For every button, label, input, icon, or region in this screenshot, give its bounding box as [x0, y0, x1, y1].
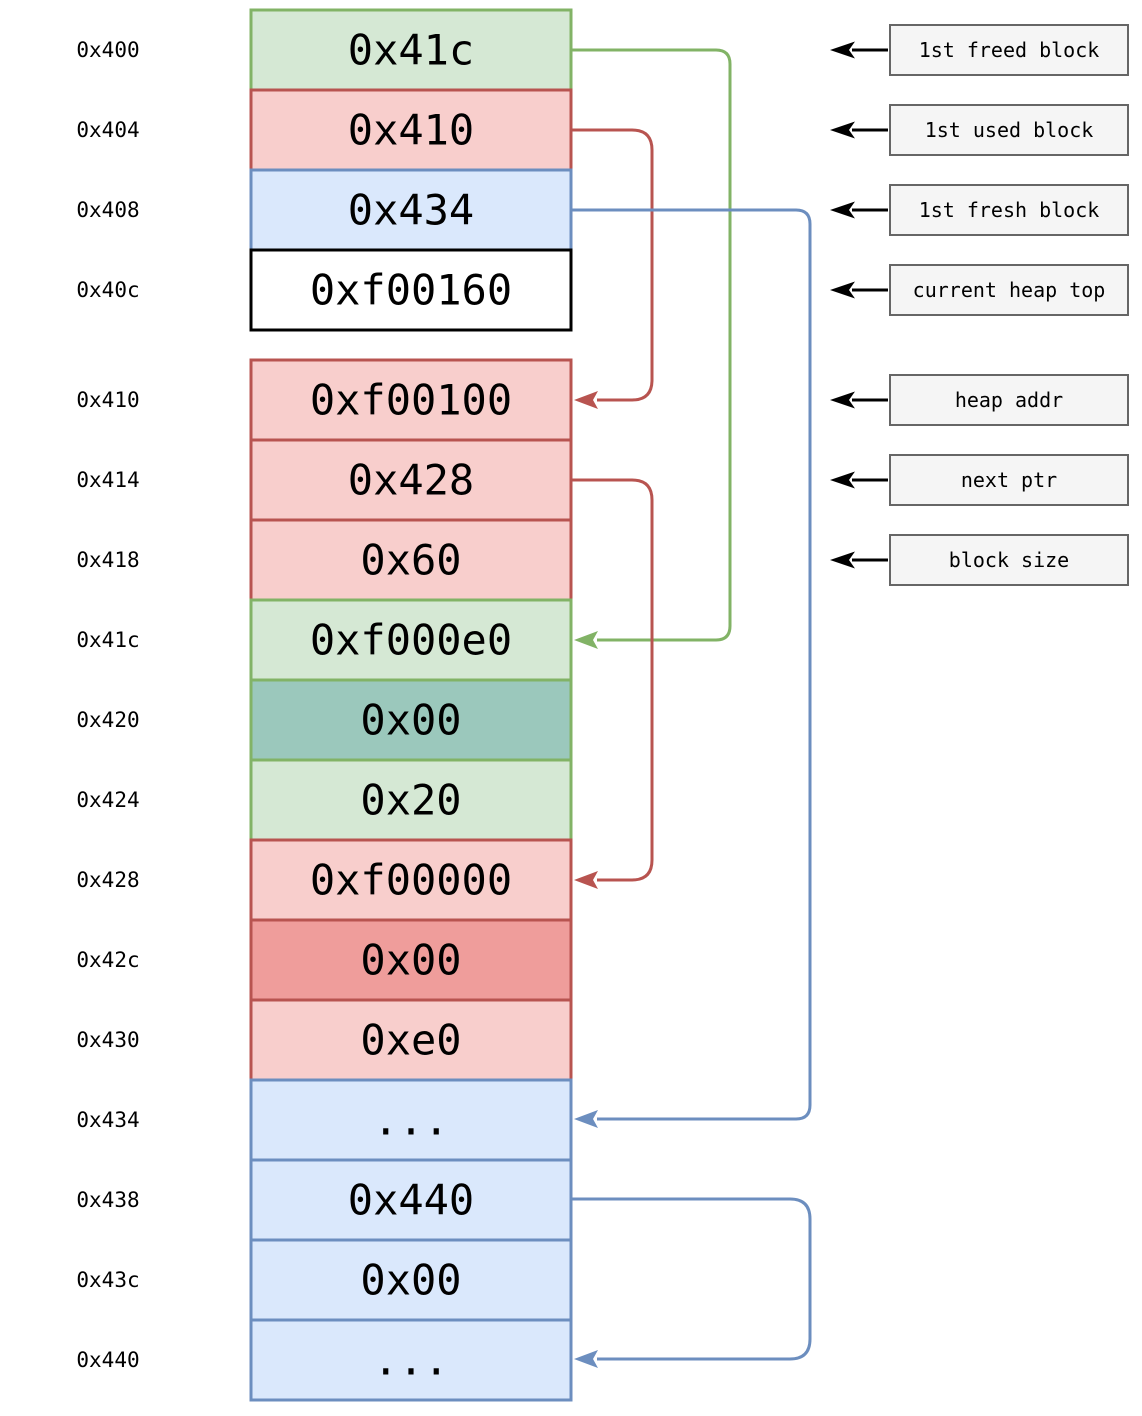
memory-cell-0x40c [249, 248, 573, 332]
pointer-curve-0x408-to-0x434 [572, 208, 812, 1121]
address-label: 0x440 [76, 1348, 139, 1372]
memory-cell-0x43c [249, 1238, 573, 1322]
annotation-arrowhead [830, 201, 855, 219]
cell-value: 0xf000e0 [310, 616, 512, 665]
annotation-box [889, 24, 1129, 76]
cell-value: 0xf00000 [310, 856, 512, 905]
annotation-text: next ptr [961, 468, 1057, 492]
cell-value: 0x434 [348, 186, 474, 235]
annotation-arrowhead [830, 121, 855, 139]
annotation-text: 1st used block [925, 118, 1094, 142]
address-label: 0x40c [76, 278, 139, 302]
address-label: 0x42c [76, 948, 139, 972]
annotation-box [889, 184, 1129, 236]
cell-value: 0xf00160 [310, 266, 512, 315]
annotation-box [889, 264, 1129, 316]
address-label: 0x410 [76, 388, 139, 412]
annotation-box [889, 374, 1129, 426]
memory-cell-0x424 [249, 758, 573, 842]
annotation-text: block size [949, 548, 1069, 572]
pointer-arrowhead-0x41c [574, 631, 598, 649]
pointer-arrowhead-0x434 [574, 1110, 598, 1128]
memory-cell-0x41c [249, 598, 573, 682]
cell-value: 0xe0 [360, 1016, 461, 1065]
pointer-curve-0x414-to-0x428 [572, 478, 654, 882]
cell-value: 0x00 [360, 1256, 461, 1305]
memory-cell-0x440 [249, 1318, 573, 1402]
annotation-text: 1st freed block [919, 38, 1100, 62]
address-label: 0x400 [76, 38, 139, 62]
pointer-curve-0x400-to-0x41c [572, 48, 732, 642]
annotation-text: current heap top [913, 278, 1106, 302]
cell-value: ... [373, 1096, 449, 1145]
cell-value: 0x440 [348, 1176, 474, 1225]
cell-value: ... [373, 1336, 449, 1385]
address-label: 0x424 [76, 788, 139, 812]
address-label: 0x438 [76, 1188, 139, 1212]
pointer-curve-0x404-to-0x410 [572, 128, 654, 402]
address-label: 0x430 [76, 1028, 139, 1052]
annotation-arrowhead [830, 471, 855, 489]
cell-value: 0x41c [348, 26, 474, 75]
pointer-arrowhead-0x428 [574, 871, 598, 889]
annotation-arrowhead [830, 551, 855, 569]
address-label: 0x41c [76, 628, 139, 652]
annotation-text: 1st fresh block [919, 198, 1100, 222]
address-labels: 0x400 0x404 0x408 0x40c 0x410 0x414 0x41… [76, 38, 139, 1372]
address-label: 0x43c [76, 1268, 139, 1292]
cell-value: 0x60 [360, 536, 461, 585]
memory-cell-0x414 [249, 438, 573, 522]
address-label: 0x434 [76, 1108, 139, 1132]
annotation-text: heap addr [955, 388, 1063, 412]
cell-value: 0x00 [360, 696, 461, 745]
cell-value: 0xf00100 [310, 376, 512, 425]
annotation-box [889, 534, 1129, 586]
annotation-arrowhead [830, 281, 855, 299]
address-label: 0x428 [76, 868, 139, 892]
pointer-arrowhead-0x410 [574, 391, 598, 409]
memory-column [249, 8, 573, 1402]
annotation-box [889, 454, 1129, 506]
memory-cell-0x42c [249, 918, 573, 1002]
pointer-arrowhead-0x440 [574, 1350, 598, 1368]
cell-values: 0x41c 0x410 0x434 0xf00160 0xf00100 0x42… [310, 26, 512, 1385]
address-label: 0x418 [76, 548, 139, 572]
pointer-arrows [572, 48, 812, 1368]
memory-cell-0x404 [249, 88, 573, 172]
cell-value: 0x00 [360, 936, 461, 985]
cell-value: 0x20 [360, 776, 461, 825]
annotation-arrowhead [830, 41, 855, 59]
memory-cell-0x400 [249, 8, 573, 92]
annotation-labels: 1st freed block 1st used block 1st fresh… [830, 24, 1129, 586]
pointer-curve-0x438-to-0x440 [572, 1197, 812, 1361]
memory-cell-0x428 [249, 838, 573, 922]
annotation-box [889, 104, 1129, 156]
address-label: 0x404 [76, 118, 139, 142]
address-label: 0x420 [76, 708, 139, 732]
address-label: 0x408 [76, 198, 139, 222]
cell-value: 0x428 [348, 456, 474, 505]
cell-value: 0x410 [348, 106, 474, 155]
address-label: 0x414 [76, 468, 139, 492]
memory-cell-0x434 [249, 1078, 573, 1162]
annotation-arrowhead [830, 391, 855, 409]
